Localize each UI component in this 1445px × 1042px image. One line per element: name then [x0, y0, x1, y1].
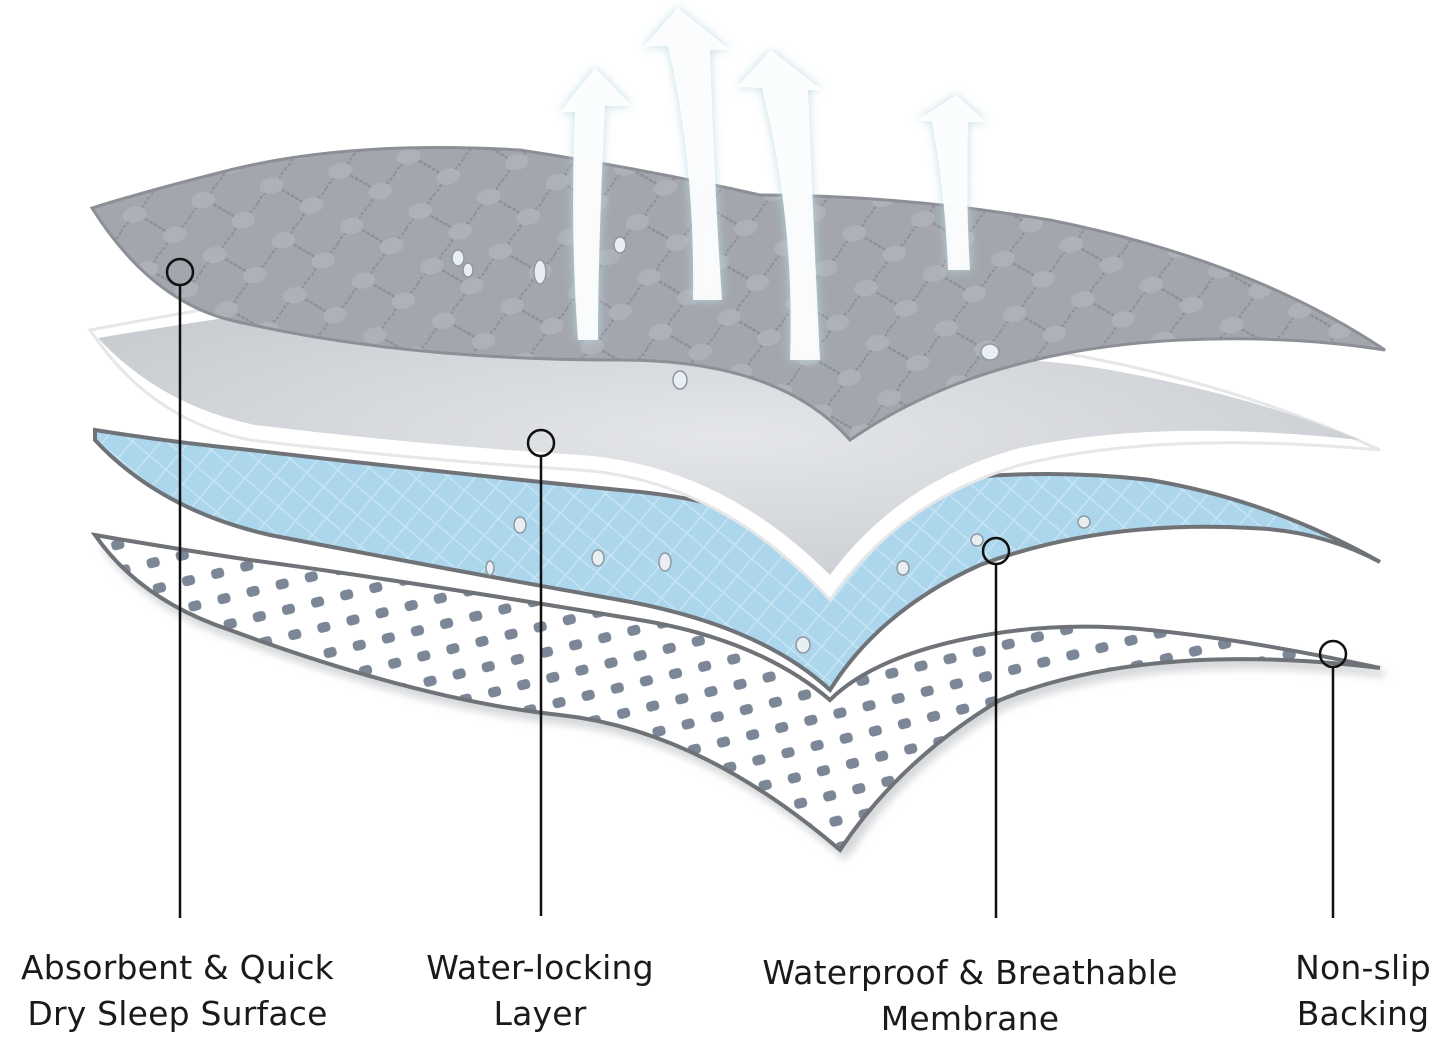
label-membrane-line1: Waterproof & Breathable: [762, 953, 1178, 992]
surface-layer: [89, 146, 1386, 442]
label-locking-line2: Layer: [493, 994, 587, 1033]
water-droplets: [451, 236, 1091, 654]
membrane-layer: [93, 427, 1381, 694]
breathability-arrows: [560, 8, 986, 360]
label-backing-line1: Non-slip: [1295, 948, 1431, 987]
label-membrane-line2: Membrane: [880, 999, 1060, 1038]
label-backing: Non-slip Backing: [1268, 945, 1445, 1037]
label-backing-line2: Backing: [1296, 994, 1430, 1033]
label-locking: Water-locking Layer: [395, 945, 685, 1037]
label-locking-line1: Water-locking: [426, 948, 654, 987]
backing-layer: [90, 532, 1384, 860]
label-surface-line2: Dry Sleep Surface: [27, 994, 328, 1033]
label-surface-line1: Absorbent & Quick: [20, 948, 334, 987]
label-surface: Absorbent & Quick Dry Sleep Surface: [0, 945, 355, 1037]
leader-lines: [165, 257, 1348, 918]
label-membrane: Waterproof & Breathable Membrane: [725, 950, 1215, 1042]
